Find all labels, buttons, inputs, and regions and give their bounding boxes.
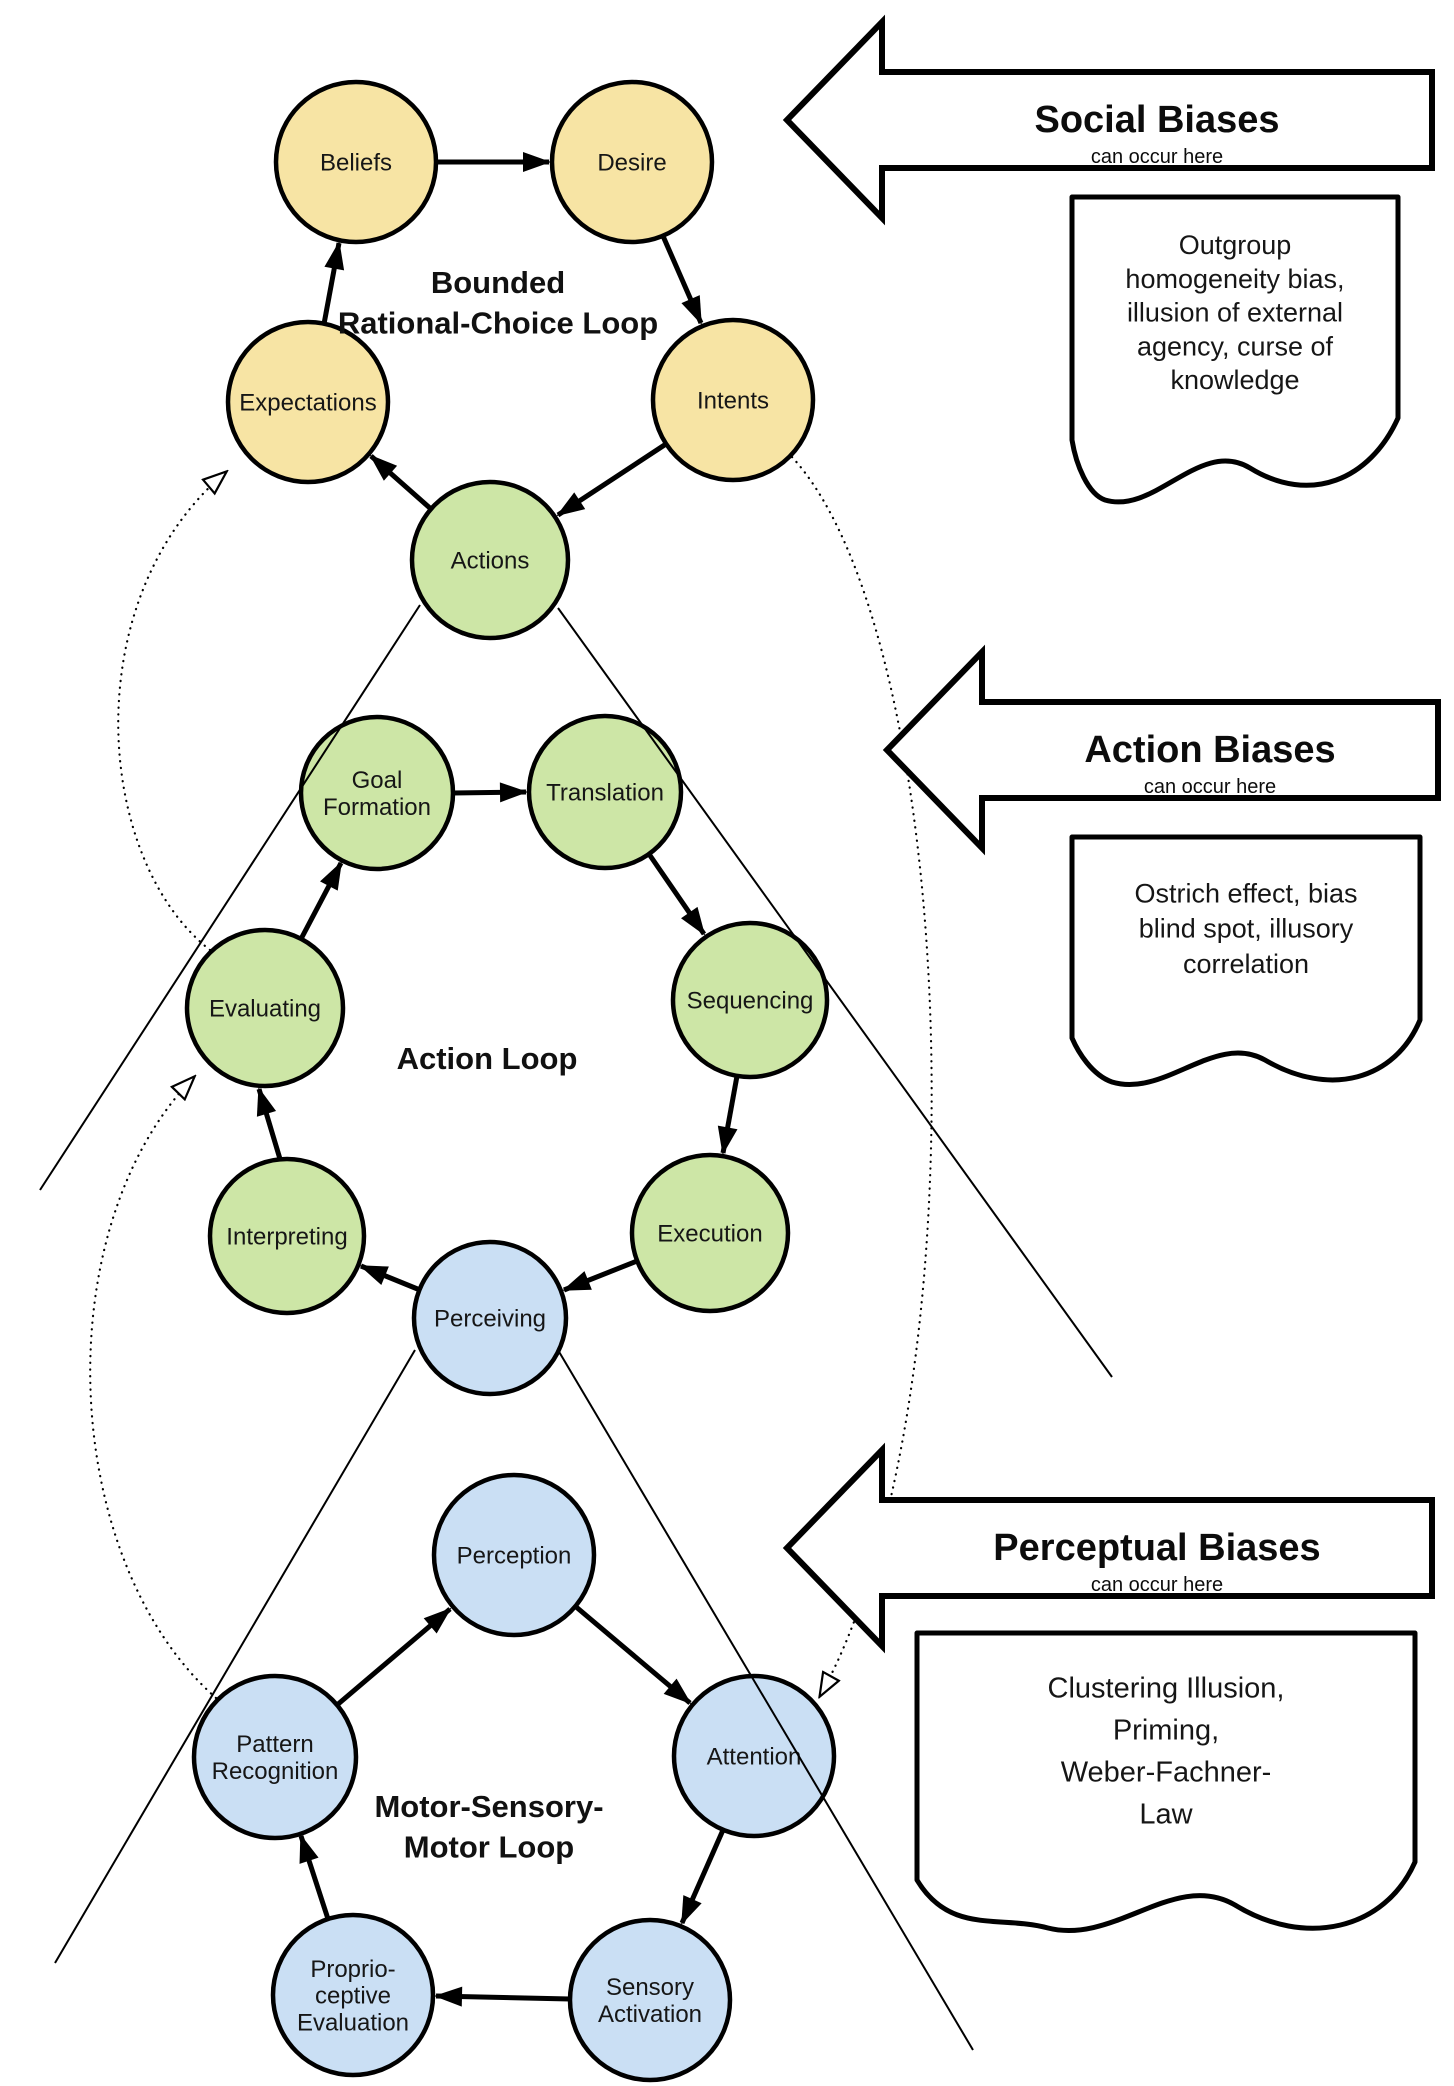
arrow-sequencing-execution	[717, 1075, 740, 1155]
node-perceiving-label: Perceiving	[434, 1306, 546, 1333]
banner-social-biases: Social Biases can occur here	[782, 14, 1435, 226]
node-perception: Perception	[431, 1472, 597, 1638]
arrow-evaluating-goalformation	[298, 861, 344, 941]
arrow-execution-perceiving	[562, 1258, 638, 1293]
node-translation: Translation	[526, 713, 684, 871]
arrow-perception-attention	[573, 1604, 692, 1705]
banner-social-biases-title: Social Biases	[1034, 99, 1279, 141]
node-sequencing-label: Sequencing	[687, 988, 814, 1015]
arrow-perceiving-interpreting	[359, 1263, 421, 1293]
banner-social-biases-subtitle: can occur here	[1091, 146, 1223, 168]
node-desire: Desire	[549, 79, 715, 245]
node-execution: Execution	[629, 1152, 791, 1314]
arrow-intents-actions	[556, 441, 668, 518]
cone-line-actions-right	[557, 607, 1113, 1378]
node-perception-label: Perception	[457, 1543, 572, 1570]
arrow-attention-sensoryactivation	[679, 1828, 726, 1925]
flow-arrows	[256, 152, 740, 2007]
node-desire-label: Desire	[597, 150, 666, 177]
feedback-arcs	[89, 455, 933, 1700]
arrow-interpreting-evaluating	[256, 1087, 283, 1160]
arrow-expectations-beliefs	[321, 241, 345, 325]
note-perceptual-biases-box	[914, 1630, 1418, 1933]
banner-perceptual-biases: Perceptual Biases can occur here	[782, 1442, 1435, 1654]
feedback-arc-patternrecognition-to-evaluating	[89, 1077, 218, 1700]
cone-line-perceiving-right	[557, 1349, 974, 2051]
banner-social-biases-arrow-shape	[782, 14, 1435, 226]
node-actions: Actions	[409, 479, 571, 641]
banner-perceptual-biases-arrow-shape	[782, 1442, 1435, 1654]
arrow-proprioceptive-patternrecognition	[298, 1834, 331, 1920]
node-evaluating-label: Evaluating	[209, 996, 321, 1023]
node-actions-label: Actions	[451, 548, 530, 575]
nodes: Beliefs Desire Expectations Intents Acti…	[184, 79, 837, 2083]
banner-action-biases-title: Action Biases	[1084, 729, 1335, 771]
node-expectations-label: Expectations	[239, 390, 376, 417]
arrow-sensoryactivation-proprioceptive	[434, 1986, 571, 2007]
arrow-patternrecognition-perception	[335, 1607, 452, 1707]
node-translation-label: Translation	[546, 780, 664, 807]
banner-perceptual-biases-title: Perceptual Biases	[993, 1527, 1320, 1569]
feedback-arc-evaluating-to-expectations	[117, 472, 226, 952]
note-social-biases-box	[1069, 194, 1401, 505]
node-interpreting: Interpreting	[207, 1156, 367, 1316]
node-intents-label: Intents	[697, 388, 769, 415]
arrow-desire-intents	[660, 234, 704, 325]
feedback-arc-intents-to-attention	[790, 455, 933, 1696]
arrow-translation-sequencing	[646, 852, 707, 936]
cone-lines	[39, 604, 1113, 2051]
node-interpreting-label: Interpreting	[226, 1224, 347, 1251]
arrow-goalformation-translation	[452, 782, 528, 803]
note-perceptual-biases: Clustering Illusion,Priming,Weber-Fachne…	[914, 1630, 1418, 1933]
node-beliefs: Beliefs	[273, 79, 439, 245]
node-perceiving: Perceiving	[411, 1239, 569, 1397]
note-perceptual-biases-text: Clustering Illusion,Priming,Weber-Fachne…	[1048, 1672, 1285, 1830]
node-attention: Attention	[671, 1673, 837, 1839]
cone-line-perceiving-left	[54, 1349, 416, 1964]
node-expectations: Expectations	[225, 319, 391, 485]
loop-title-motor-sensory-motor: Motor-Sensory-Motor Loop	[374, 1789, 603, 1864]
cone-line-actions-left	[39, 604, 421, 1191]
loop-title-action-loop: Action Loop	[397, 1041, 578, 1076]
node-intents: Intents	[650, 317, 816, 483]
node-execution-label: Execution	[657, 1221, 762, 1248]
arrow-actions-expectations	[369, 454, 433, 511]
node-sequencing: Sequencing	[670, 920, 830, 1080]
node-attention-label: Attention	[707, 1744, 802, 1771]
banner-action-biases-subtitle: can occur here	[1144, 776, 1276, 798]
banner-action-biases-arrow-shape	[882, 644, 1441, 856]
banner-perceptual-biases-subtitle: can occur here	[1091, 1574, 1223, 1596]
node-beliefs-label: Beliefs	[320, 150, 392, 177]
banner-action-biases: Action Biases can occur here	[882, 644, 1441, 856]
note-action-biases-box	[1069, 834, 1423, 1087]
node-evaluating: Evaluating	[184, 927, 346, 1089]
